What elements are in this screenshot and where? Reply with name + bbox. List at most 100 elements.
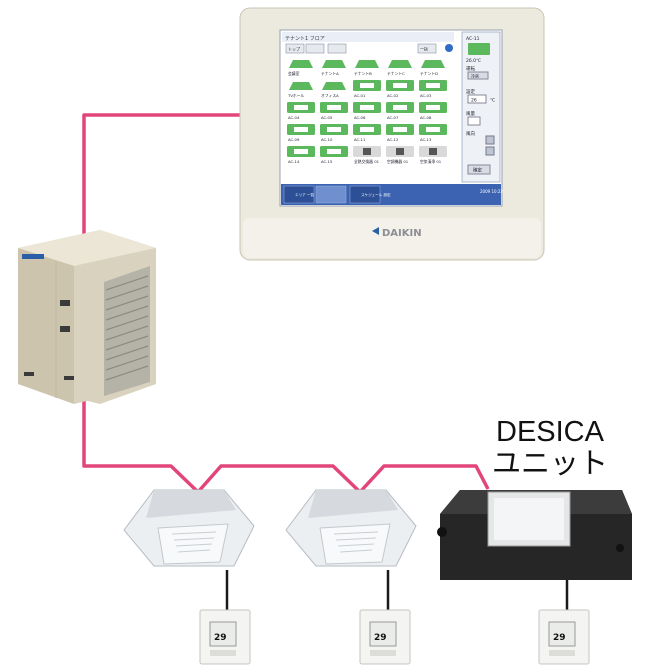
- tile[interactable]: AC-02: [386, 80, 414, 98]
- tile[interactable]: TVホール: [287, 82, 313, 98]
- side-setpoint-label: 設定: [466, 88, 475, 95]
- side-mode-btn[interactable]: 冷房: [471, 73, 479, 79]
- tile[interactable]: AC-11: [353, 124, 381, 142]
- tile-label: AC-07: [387, 115, 399, 120]
- room-icon: [322, 60, 346, 68]
- tile-label: AC-04: [288, 115, 300, 120]
- tile-label: TVホール: [287, 93, 305, 98]
- tile[interactable]: 空気清浄 01: [419, 146, 447, 164]
- tile[interactable]: AC-06: [353, 102, 381, 120]
- room-icon: [322, 82, 346, 90]
- remote-temp: 29: [553, 633, 566, 643]
- tile[interactable]: AC-05: [320, 102, 348, 120]
- pink-wires: [82, 113, 490, 494]
- side-mode-label: 運転: [466, 66, 475, 72]
- tile[interactable]: AC-10: [320, 124, 348, 142]
- wire-outdoor-to-panel: [82, 113, 240, 238]
- side-unit: AC-11: [466, 36, 480, 42]
- tile[interactable]: テナントB: [354, 60, 379, 76]
- tile-label: AC-03: [420, 93, 432, 98]
- tile[interactable]: AC-03: [419, 80, 447, 98]
- tile[interactable]: 空調機器 01: [386, 146, 414, 164]
- tile-label: テナントD: [420, 71, 438, 76]
- ceiling-cassette-2: [285, 489, 417, 567]
- toolbar-button[interactable]: [417, 43, 437, 54]
- tile[interactable]: テナントD: [420, 60, 445, 76]
- tile[interactable]: AC-08: [419, 102, 447, 120]
- remote-controller: 29: [359, 609, 411, 665]
- ceiling-cassette-1: [123, 489, 255, 567]
- desica-unit: [437, 490, 632, 580]
- panel-clock: 2009 10:22: [480, 189, 503, 194]
- room-icon: [289, 82, 313, 90]
- tile[interactable]: AC-13: [419, 124, 447, 142]
- tile-label: AC-05: [321, 115, 333, 120]
- tile-label: 全熱交換器 01: [354, 159, 380, 164]
- tile[interactable]: AC-04: [287, 102, 315, 120]
- room-icon: [388, 60, 412, 68]
- bottom-nav-label: スケジュール 設定: [361, 192, 391, 197]
- toolbar-button[interactable]: [285, 43, 305, 54]
- tile[interactable]: 会議室: [288, 60, 313, 76]
- tile[interactable]: AC-07: [386, 102, 414, 120]
- tile-label: AC-11: [354, 137, 366, 142]
- side-unit-sym: ℃: [490, 98, 495, 104]
- tile[interactable]: AC-12: [386, 124, 414, 142]
- tile-label: テナントA: [321, 71, 339, 76]
- tile[interactable]: テナントA: [321, 60, 346, 76]
- tile-label: テナントC: [387, 71, 405, 76]
- side-apply-btn[interactable]: 確定: [473, 167, 482, 174]
- tile[interactable]: AC-14: [287, 146, 315, 164]
- tile-label: AC-12: [387, 137, 399, 142]
- tile-label: AC-01: [354, 93, 366, 98]
- tile-label: AC-06: [354, 115, 366, 120]
- toolbar-button[interactable]: [305, 43, 325, 54]
- tile-label: 空気清浄 01: [420, 159, 442, 164]
- outdoor-unit: [18, 230, 156, 404]
- desica-name: DESICA: [496, 416, 604, 448]
- tile[interactable]: AC-01: [353, 80, 381, 98]
- tile-label: 会議室: [288, 71, 300, 76]
- tile-label: AC-14: [288, 159, 300, 164]
- panel-toolbar: トップ一括: [285, 43, 453, 54]
- tile-label: AC-02: [387, 93, 399, 98]
- room-icon: [355, 60, 379, 68]
- side-vane-label: 風向: [466, 130, 475, 137]
- daikin-badge: [22, 254, 44, 259]
- room-icon: [289, 60, 313, 68]
- tile-label: AC-09: [288, 137, 300, 142]
- toolbar-button[interactable]: [327, 43, 347, 54]
- remote-temp: 29: [374, 633, 387, 643]
- wire-outdoor-to-indoor: [82, 398, 490, 494]
- remote-controller: 29: [199, 609, 251, 665]
- side-pane: [461, 31, 501, 183]
- toolbar-label: 一括: [420, 46, 428, 52]
- tile-label: AC-08: [420, 115, 432, 120]
- tile-label: オフィスA: [321, 93, 339, 98]
- tile[interactable]: AC-09: [287, 124, 315, 142]
- bottom-nav-button[interactable]: [349, 185, 381, 204]
- panel-header: テナント1 フロア: [285, 36, 325, 42]
- side-setpoint: 26: [471, 98, 477, 104]
- bottom-nav-button[interactable]: [283, 185, 315, 204]
- tile-label: AC-10: [321, 137, 333, 142]
- tile-label: 空調機器 01: [387, 159, 409, 164]
- black-wires: [225, 570, 569, 610]
- desica-unit-text: ユニット: [491, 448, 608, 480]
- remote-temp: 29: [214, 633, 227, 643]
- room-icon: [421, 60, 445, 68]
- info-icon[interactable]: [445, 44, 453, 52]
- remote-controllers: 29 29 29: [199, 609, 590, 665]
- desica-label: DESICA ユニット: [470, 416, 630, 480]
- tile[interactable]: テナントC: [387, 60, 412, 76]
- tile-label: AC-15: [321, 159, 333, 164]
- bottom-nav-label: エリア 一覧: [295, 192, 315, 197]
- tile[interactable]: 全熱交換器 01: [353, 146, 381, 164]
- tile-label: AC-13: [420, 137, 432, 142]
- tile[interactable]: オフィスA: [321, 82, 346, 98]
- bottom-nav-button[interactable]: [315, 185, 347, 204]
- tile[interactable]: AC-15: [320, 146, 348, 164]
